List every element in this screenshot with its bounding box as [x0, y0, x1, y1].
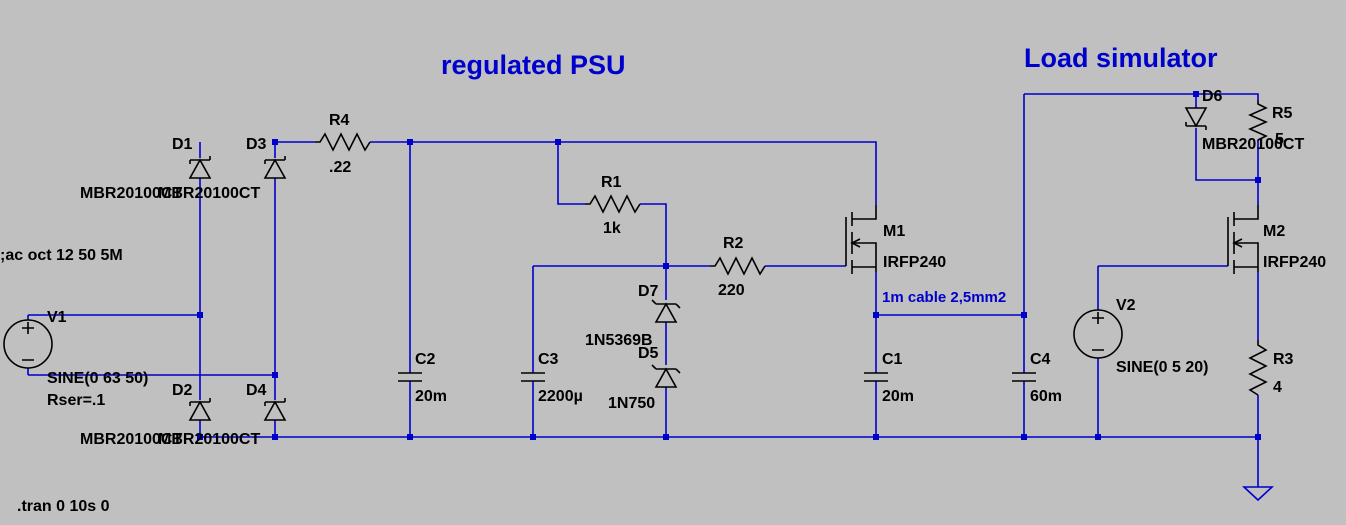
- r1-name: R1: [601, 174, 622, 191]
- r4-name: R4: [329, 112, 350, 129]
- d1-name: D1: [172, 136, 193, 153]
- r4-value: .22: [329, 159, 351, 176]
- zener-d5-symbol[interactable]: [651, 364, 681, 388]
- r5-value: 5: [1275, 131, 1284, 148]
- title-regulated-psu: regulated PSU: [441, 50, 626, 80]
- directive-step[interactable]: ;ac oct 12 50 5M: [0, 247, 123, 264]
- c4-value: 60m: [1030, 388, 1062, 405]
- net-label-cable: 1m cable 2,5mm2: [882, 289, 1006, 306]
- d3-name: D3: [246, 136, 267, 153]
- d2-model: MBR20100CT: [80, 431, 182, 448]
- capacitor-c1-symbol[interactable]: [864, 372, 888, 382]
- v1-rser: Rser=.1: [47, 392, 105, 409]
- r1-value: 1k: [603, 220, 621, 237]
- d2-name: D2: [172, 382, 193, 399]
- capacitor-c2-symbol[interactable]: [398, 372, 422, 382]
- mosfet-m2-symbol[interactable]: [1227, 205, 1259, 274]
- d4-model: MBR20100CT: [158, 431, 260, 448]
- source-v2-symbol[interactable]: [1073, 309, 1123, 359]
- d4-name: D4: [246, 382, 267, 399]
- directive-tran[interactable]: .tran 0 10s 0: [17, 498, 110, 515]
- d1-model: MBR20100CT: [80, 185, 182, 202]
- c2-value: 20m: [415, 388, 447, 405]
- zener-d7-symbol[interactable]: [651, 299, 681, 323]
- diode-d3-symbol[interactable]: [263, 156, 287, 179]
- diode-d2-symbol[interactable]: [188, 398, 212, 421]
- capacitor-c4-symbol[interactable]: [1012, 372, 1036, 382]
- c1-name: C1: [882, 351, 903, 368]
- diode-d4-symbol[interactable]: [263, 398, 287, 421]
- r3-value: 4: [1273, 379, 1282, 396]
- resistor-r3-symbol[interactable]: [1248, 340, 1268, 396]
- capacitor-c3-symbol[interactable]: [521, 372, 545, 382]
- c1-value: 20m: [882, 388, 914, 405]
- r5-name: R5: [1272, 105, 1293, 122]
- c4-name: C4: [1030, 351, 1051, 368]
- d3-model: MBR20100CT: [158, 185, 260, 202]
- junctions: [197, 91, 1261, 440]
- d7-model: 1N5369B: [585, 332, 653, 349]
- m1-model: IRFP240: [883, 254, 946, 271]
- d6-name: D6: [1202, 88, 1223, 105]
- m2-name: M2: [1263, 223, 1285, 240]
- c2-name: C2: [415, 351, 436, 368]
- d5-name: D5: [638, 345, 659, 362]
- d5-model: 1N750: [608, 395, 655, 412]
- resistor-r5-symbol[interactable]: [1248, 100, 1268, 141]
- d7-name: D7: [638, 283, 659, 300]
- m2-model: IRFP240: [1263, 254, 1326, 271]
- mosfet-m1-symbol[interactable]: [845, 205, 877, 274]
- diode-d6-symbol[interactable]: [1184, 107, 1208, 130]
- source-v1-symbol[interactable]: [3, 319, 53, 369]
- r2-name: R2: [723, 235, 744, 252]
- resistor-r2-symbol[interactable]: [710, 256, 766, 276]
- r2-value: 220: [718, 282, 745, 299]
- title-load-simulator: Load simulator: [1024, 43, 1218, 73]
- resistor-r1-symbol[interactable]: [585, 194, 641, 214]
- resistor-r4-symbol[interactable]: [315, 132, 371, 152]
- ground-icon: [1241, 486, 1275, 502]
- c3-value: 2200µ: [538, 388, 583, 405]
- d6-model: MBR20100CT: [1202, 136, 1304, 153]
- m1-name: M1: [883, 223, 905, 240]
- v1-name: V1: [47, 309, 67, 326]
- v1-value: SINE(0 63 50): [47, 370, 148, 387]
- v2-name: V2: [1116, 297, 1136, 314]
- c3-name: C3: [538, 351, 559, 368]
- diode-d1-symbol[interactable]: [188, 156, 212, 179]
- v2-value: SINE(0 5 20): [1116, 359, 1208, 376]
- r3-name: R3: [1273, 351, 1294, 368]
